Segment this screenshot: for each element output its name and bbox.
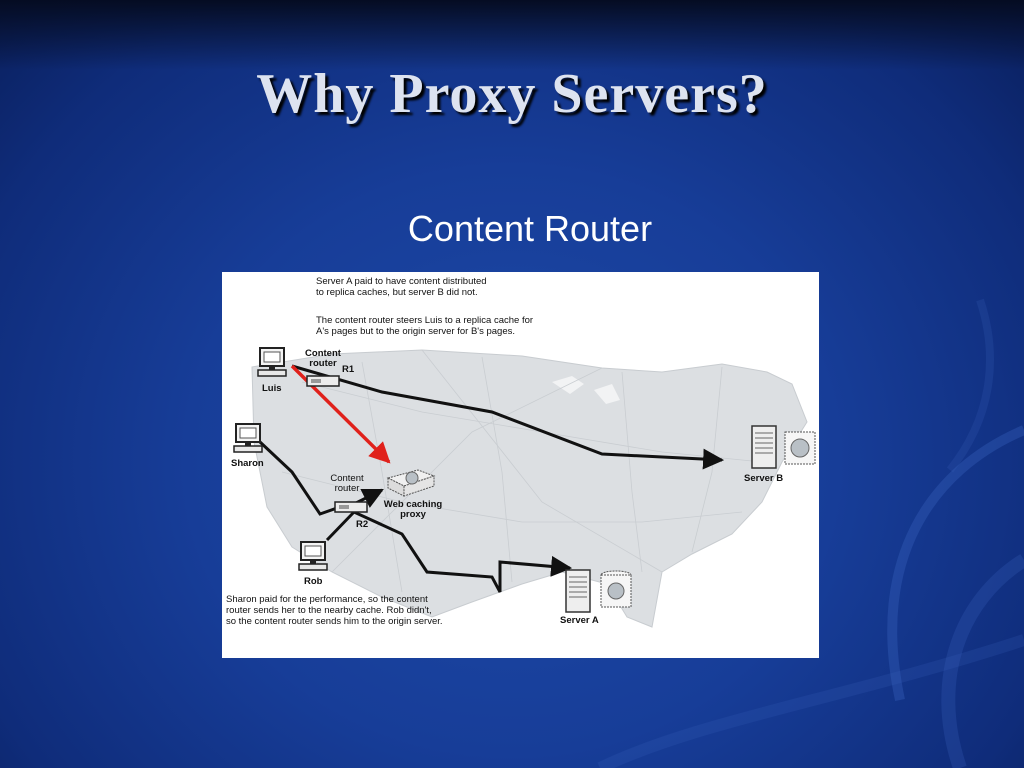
note-content-router-steers: The content router steers Luis to a repl… <box>316 315 534 337</box>
label-sharon: Sharon <box>231 458 264 469</box>
map-lake <box>594 384 620 404</box>
server-tower-icon <box>751 425 777 469</box>
server-tower-icon <box>565 569 591 613</box>
content-router-diagram: Server A paid to have content distribute… <box>222 272 819 658</box>
label-server-a: Server A <box>560 615 599 626</box>
label-luis: Luis <box>262 383 282 394</box>
rob-to-server-a-path <box>325 510 573 593</box>
luis-to-server-b-path <box>291 364 725 470</box>
note-sharon-rob: Sharon paid for the performance, so the … <box>226 594 443 627</box>
note-server-a-paid: Server A paid to have content distribute… <box>316 276 487 298</box>
label-content-router-2: Content router <box>330 473 364 494</box>
diagram-graphics <box>251 349 808 628</box>
label-content-router-1: Content router <box>305 348 341 369</box>
label-rob: Rob <box>304 576 323 587</box>
proxy-box-icon <box>386 469 436 497</box>
slide-title: Why Proxy Servers? <box>256 63 768 125</box>
disk-cylinder-icon <box>784 431 816 465</box>
label-server-b: Server B <box>744 473 784 484</box>
us-map <box>251 349 808 628</box>
computer-icon <box>257 347 287 377</box>
computer-icon <box>233 423 263 453</box>
slide-subtitle: Content Router <box>407 208 653 249</box>
computer-icon <box>298 541 328 571</box>
top-shade <box>0 0 1024 70</box>
disk-cylinder-icon <box>600 570 632 608</box>
label-r1: R1 <box>342 364 355 375</box>
router-icon <box>306 375 340 387</box>
label-web-caching-proxy: Web caching proxy <box>383 499 443 520</box>
router-icon <box>334 501 368 513</box>
label-r2: R2 <box>356 519 369 530</box>
